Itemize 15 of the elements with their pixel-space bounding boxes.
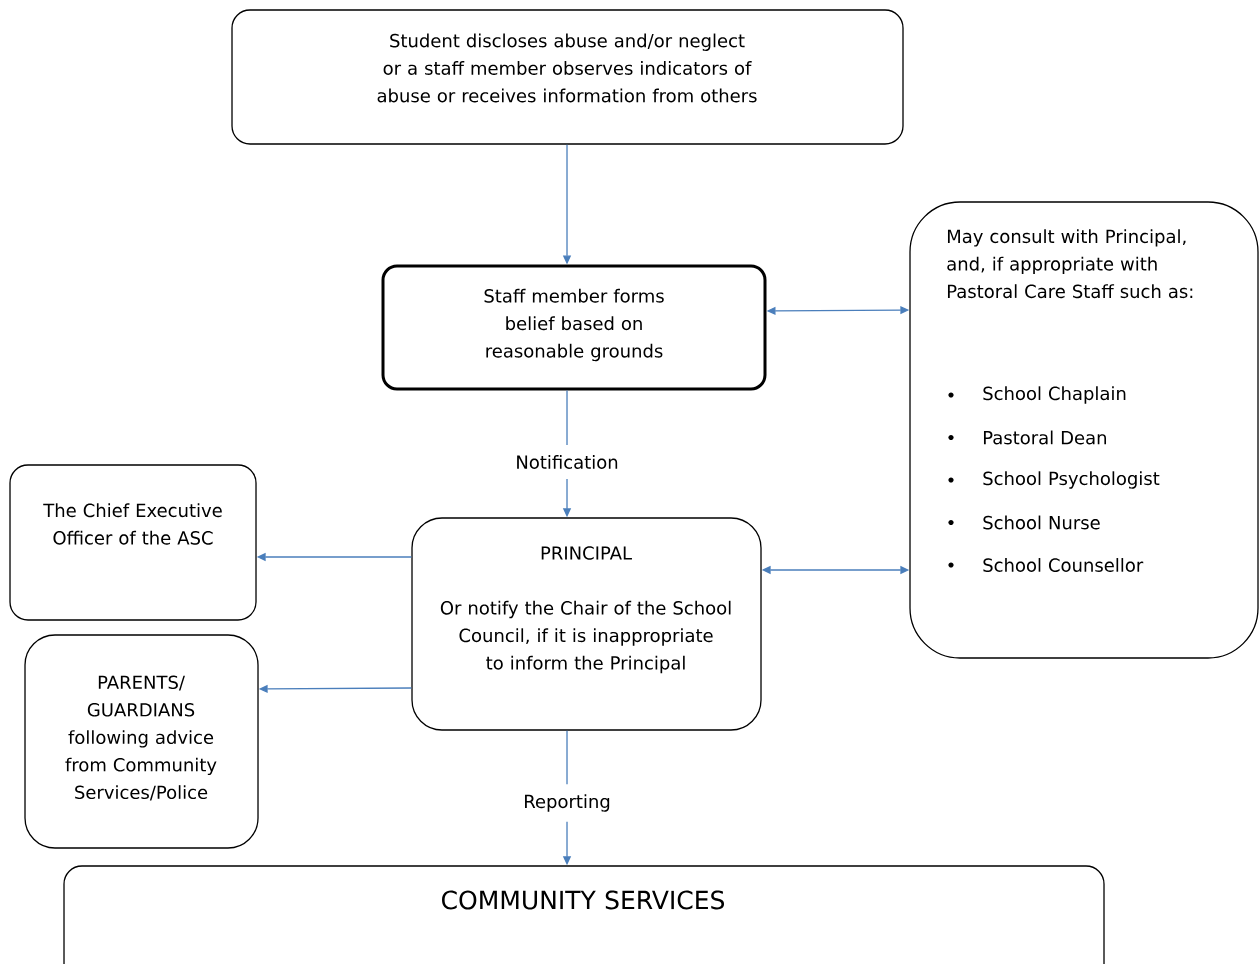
list-item: School Counsellor	[983, 558, 1144, 572]
list-item: School Nurse	[983, 515, 1100, 530]
edge-label: Reporting	[521, 784, 613, 822]
box-text: Student discloses abuse and/or neglect or a staff member observes indicators of abuse or receives information from others	[377, 33, 757, 103]
list-item: School Chaplain	[983, 386, 1126, 404]
box-text: The Chief Executive Officer of the ASC	[43, 503, 222, 545]
edge-label: Notification	[513, 445, 621, 479]
list-item: Pastoral Dean	[984, 430, 1106, 445]
box-heading: PRINCIPAL	[541, 546, 632, 560]
box-text: May consult with Principal, and, if appropriate with Pastoral Care Staff such as:	[947, 229, 1193, 299]
box-text: Staff member forms belief based on reasonable grounds	[484, 288, 664, 362]
box-text: PARENTS/ GUARDIANS following advice from Community Services/Police	[65, 675, 217, 801]
box-text: Or notify the Chair of the School Council, if it is inappropriate to inform the Principal	[440, 600, 731, 674]
list-item: School Psychologist	[983, 471, 1160, 489]
box-text: COMMUNITY SERVICES	[442, 890, 725, 910]
